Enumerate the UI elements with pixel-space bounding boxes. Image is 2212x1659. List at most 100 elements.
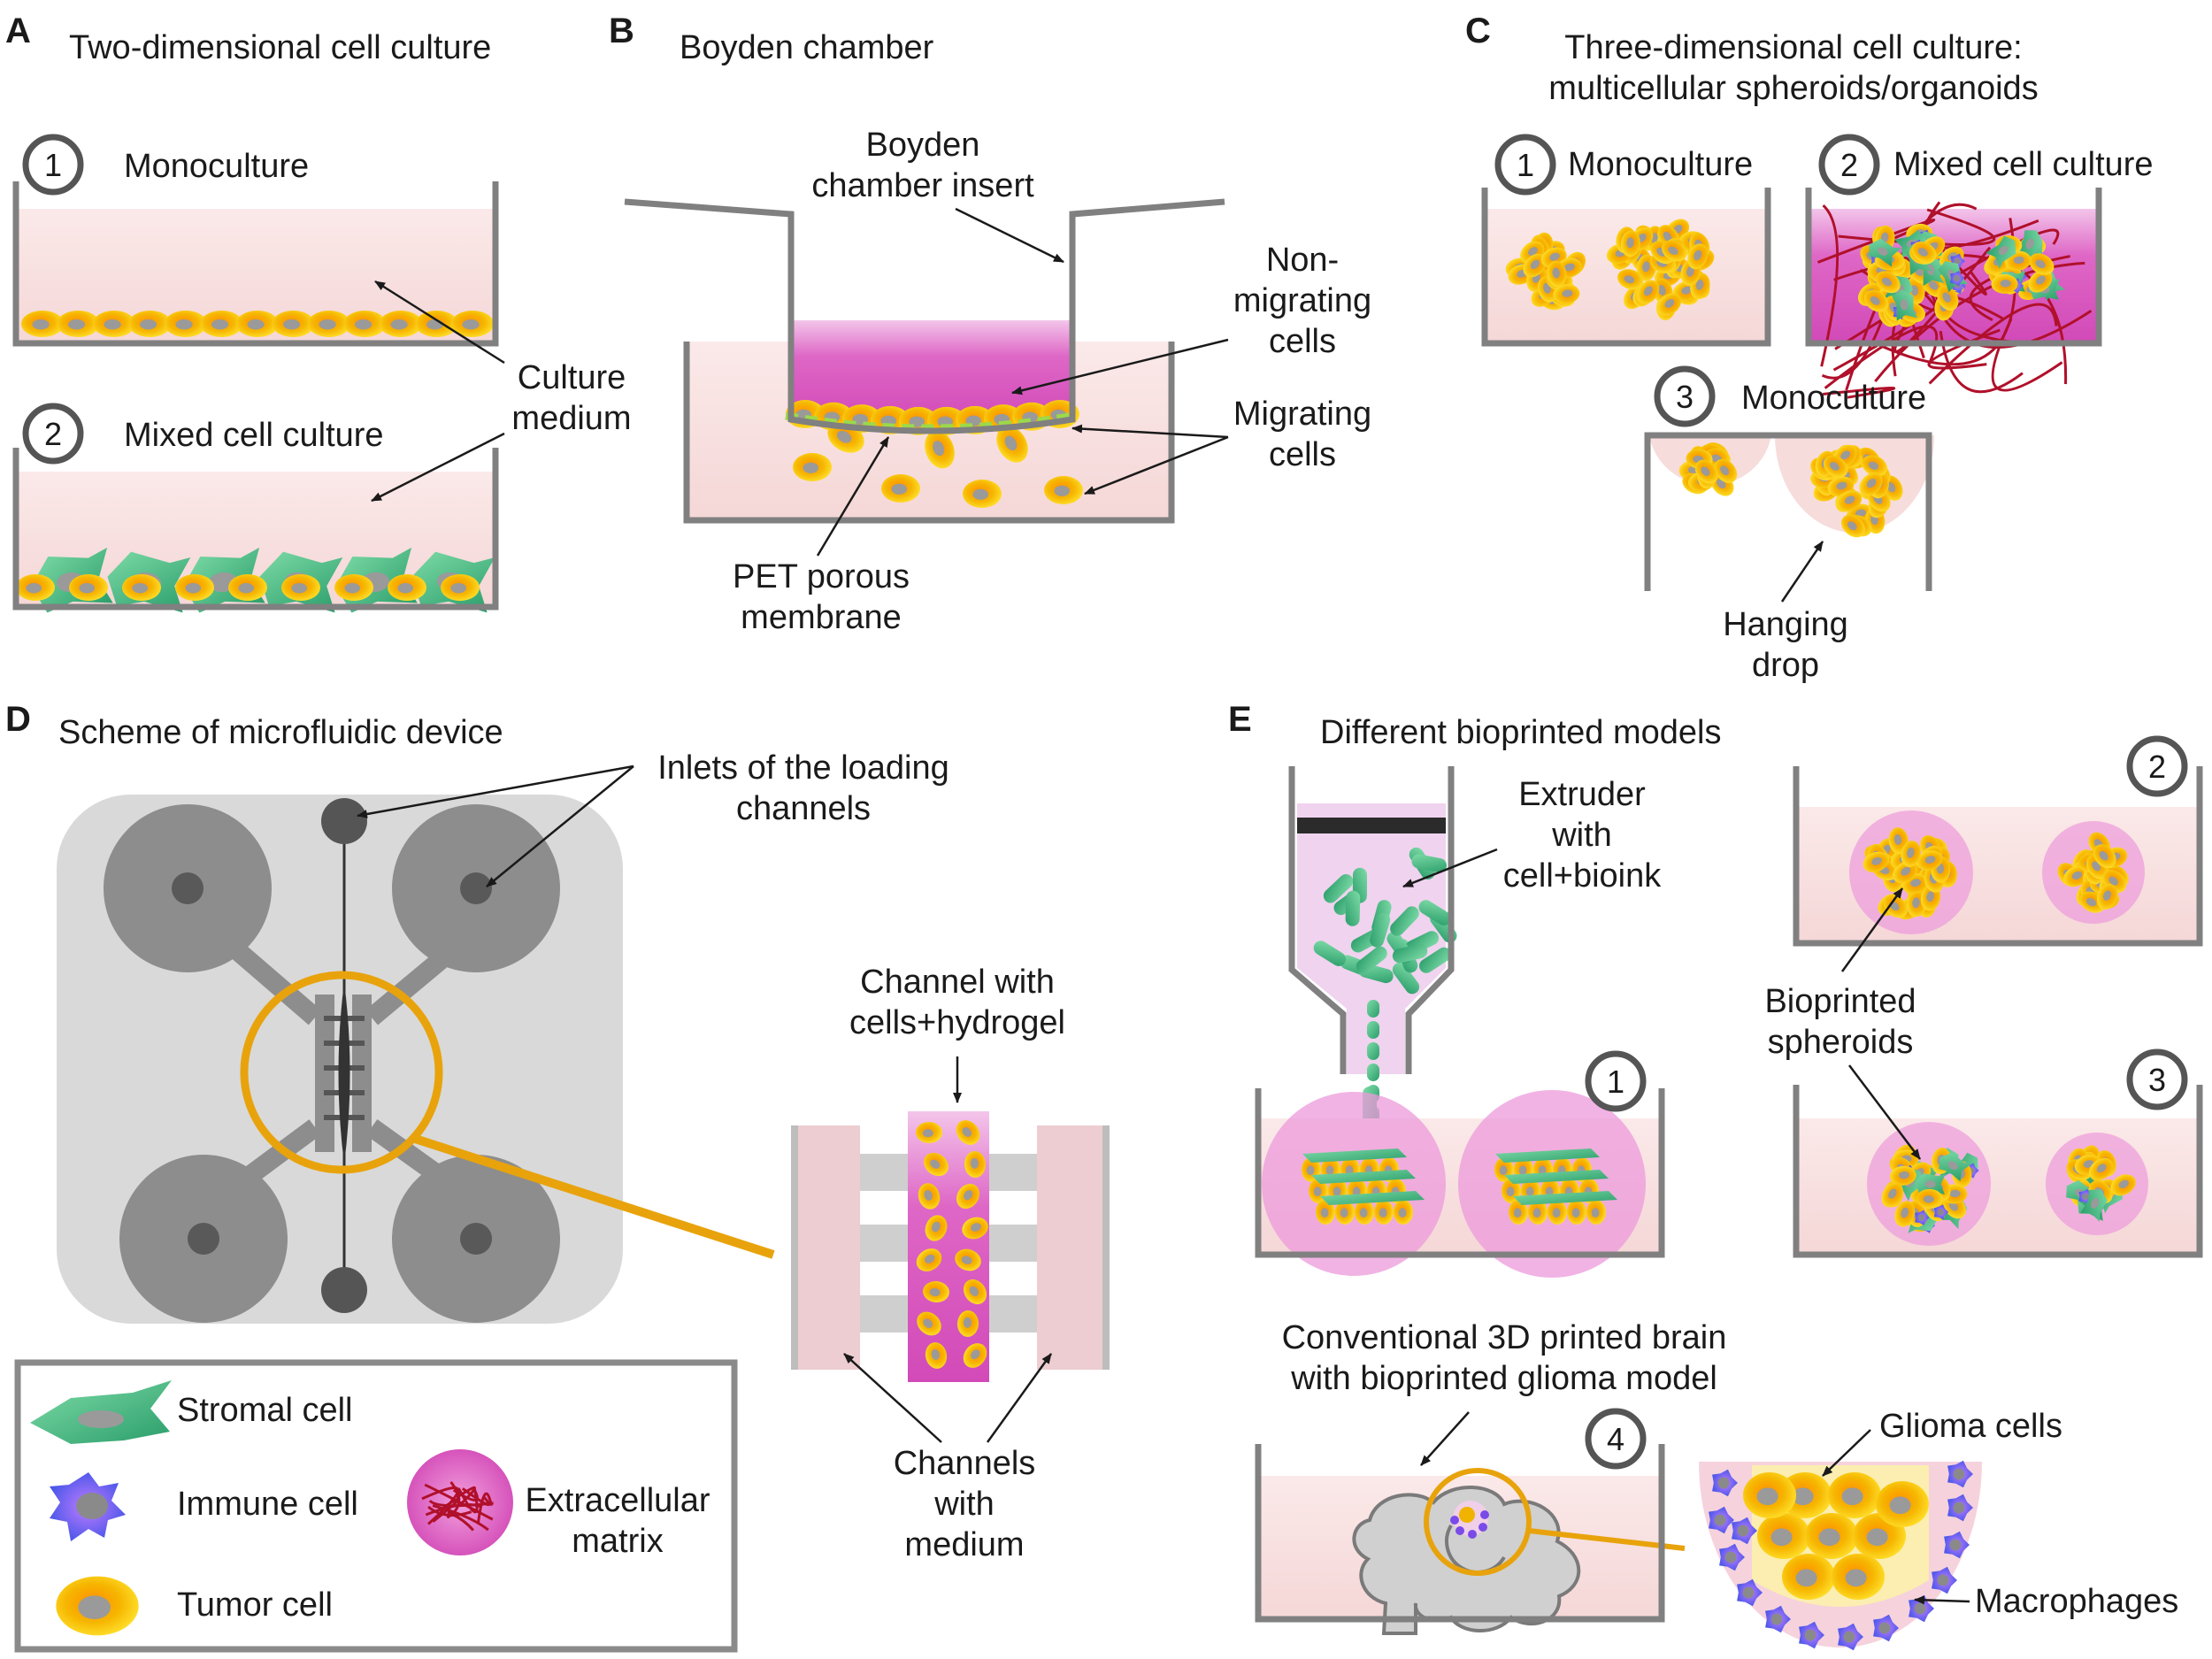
tumor-cell	[1620, 230, 1640, 257]
tumor-cell-icon	[56, 1576, 139, 1636]
tumor-cell	[1841, 514, 1866, 538]
printed-brain	[1352, 1486, 1581, 1635]
nonmigrating-arrow	[1011, 338, 1229, 396]
tumor-cell	[925, 430, 955, 469]
tumor-cell	[200, 311, 243, 337]
panel-d-title: Scheme of microfluidic device	[58, 714, 503, 751]
tumor-cell	[128, 311, 172, 337]
panel-e-num-1: 1	[1607, 1064, 1624, 1100]
stromal-cell	[1915, 1172, 1947, 1194]
tumor-cell	[1832, 1554, 1885, 1600]
panel-a-num-2-badge	[22, 403, 84, 465]
tumor-cell	[1548, 1200, 1567, 1225]
tumor-cell	[1901, 841, 1921, 867]
panel-e-num-3: 3	[2148, 1062, 2166, 1098]
glioma-label: Glioma cells	[1879, 1408, 2062, 1445]
bioprinted-arrow-1	[1840, 887, 1904, 972]
hanging-drop-label-line2: drop	[1752, 647, 1819, 684]
brain-label-line2: with bioprinted glioma model	[1290, 1360, 1717, 1397]
boyden-insert	[624, 198, 1225, 434]
pet-label-line1: PET porous	[733, 558, 910, 595]
nonmigrating-label-line1: Non-	[1266, 242, 1339, 279]
culture-medium-arrow-2	[371, 432, 505, 503]
tumor-cell	[1757, 1513, 1810, 1559]
tumor-cell	[343, 311, 387, 337]
tumor-cell	[272, 311, 315, 337]
tumor-cell	[1805, 1513, 1858, 1559]
tumor-cell	[1827, 476, 1855, 497]
medium-channel-right	[1037, 1125, 1108, 1370]
culture-medium-label-line1: Culture	[518, 359, 626, 396]
tumor-cell	[1636, 280, 1660, 304]
tumor-cell	[334, 574, 373, 601]
panel-e-num-4: 4	[1607, 1421, 1624, 1457]
panel-c-num-3: 3	[1676, 379, 1694, 415]
panel-a-num-1: 1	[44, 147, 62, 183]
side-channel-right	[352, 995, 372, 1152]
panel-b-title: Boyden chamber	[680, 29, 934, 66]
panel-a-mixed-label: Mixed cell culture	[124, 417, 384, 454]
extruder-plunger	[1297, 818, 1446, 833]
bioprinted-arrow-2	[1848, 1064, 1921, 1160]
brain-magnifier-ring	[1424, 1468, 1532, 1576]
panel-e-title: Different bioprinted models	[1320, 714, 1721, 751]
immune-cell	[2078, 1188, 2093, 1204]
tumor-cell	[793, 453, 832, 481]
inlets-arrow-2	[486, 765, 634, 887]
migrating-label-line1: Migrating	[1233, 396, 1371, 433]
tumor-cell	[2110, 1174, 2136, 1196]
migrating-arrow-1	[1071, 424, 1229, 439]
tumor-cell	[1509, 1200, 1528, 1225]
tumor-cell	[1044, 476, 1083, 504]
inlets-label-line1: Inlets of the loading	[657, 749, 949, 787]
reservoirs	[104, 804, 560, 1323]
tumor-cell	[16, 574, 55, 601]
tumor-cell	[2028, 269, 2053, 293]
tumor-cell	[924, 1152, 949, 1177]
immune-cell	[1838, 1623, 1863, 1651]
tumor-cell	[308, 311, 350, 337]
tumor-cell	[1355, 1200, 1374, 1225]
panel-c-num-1-badge	[1494, 134, 1556, 196]
panel-a-num-2: 2	[44, 416, 62, 452]
tumor-cell	[917, 1311, 941, 1336]
stromal-cell	[1892, 289, 1918, 321]
magnifier-handle	[411, 1133, 775, 1259]
immune-cell	[1950, 271, 1965, 287]
macrophages-label: Macrophages	[1975, 1583, 2178, 1620]
dish-c2	[1805, 188, 2102, 347]
panel-a: A Two-dimensional cell culture 1 Monocul…	[5, 12, 632, 613]
tumor-cell	[956, 1183, 980, 1210]
hanging-drop-label-line1: Hanging	[1723, 606, 1848, 643]
tumor-cell	[1863, 289, 1889, 312]
tumor-cell	[962, 1217, 988, 1240]
spheroids-c3	[1678, 442, 1903, 538]
tumor-cell	[1823, 455, 1848, 478]
tumor-cell	[1335, 1200, 1355, 1225]
tumor-cell	[228, 574, 267, 601]
extruder-label-line2: with	[1551, 817, 1612, 854]
boyden-insert-label-line1: Boyden	[866, 127, 980, 164]
boyden-insert-label-line2: chamber insert	[811, 167, 1034, 204]
tumor-cell	[93, 311, 135, 337]
migrating-label-line2: cells	[1269, 436, 1336, 473]
tumor-cell	[1916, 1188, 1943, 1209]
tumor-cell	[963, 1279, 987, 1305]
stromal-cell	[2080, 1189, 2108, 1222]
tumor-cell	[2029, 253, 2055, 275]
glioma-cells	[1743, 1472, 1929, 1600]
legend-stromal: Stromal cell	[177, 1392, 353, 1429]
hydrogel-channel-label-line2: cells+hydrogel	[849, 1004, 1065, 1041]
inlet-bottom	[321, 1267, 367, 1313]
panel-d: D Scheme of microfluidic device	[5, 700, 1110, 1563]
hanging-drop-arrow	[1780, 541, 1824, 603]
tumor-cell	[1782, 1554, 1835, 1600]
tumor-cell	[1374, 1200, 1394, 1225]
bioprinted-label-line1: Bioprinted	[1764, 983, 1916, 1020]
tumor-cell	[1743, 1472, 1796, 1518]
nonmigrating-label-line2: migrating	[1233, 282, 1371, 319]
tumor-cell	[281, 574, 320, 601]
panel-e-letter: E	[1228, 700, 1252, 739]
immune-cell	[1765, 1605, 1791, 1633]
